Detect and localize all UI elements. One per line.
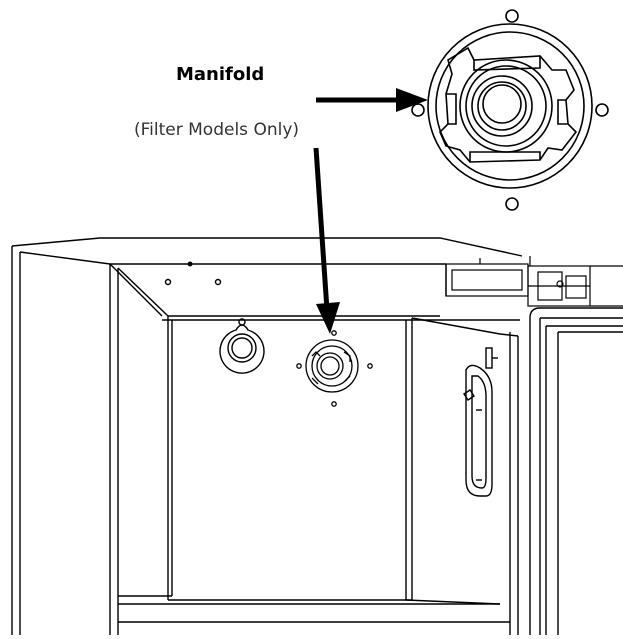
- door-hinge: [445, 256, 623, 307]
- water-valve-fitting: [219, 318, 265, 374]
- refrigerator-cabinet: [11, 237, 523, 635]
- refrigerator-door: [529, 307, 623, 635]
- pointer-arrows: [313, 88, 428, 334]
- arrow-head-right-icon: [396, 88, 428, 112]
- arrow-head-down-icon: [316, 302, 340, 334]
- manifold-installed: [296, 330, 373, 407]
- manifold-title: Manifold: [176, 64, 265, 85]
- manifold-subtitle: (Filter Models Only): [134, 120, 300, 140]
- arrow-to-installed: [313, 147, 330, 311]
- filter-housing: [463, 347, 498, 497]
- manifold-detail: [411, 9, 609, 211]
